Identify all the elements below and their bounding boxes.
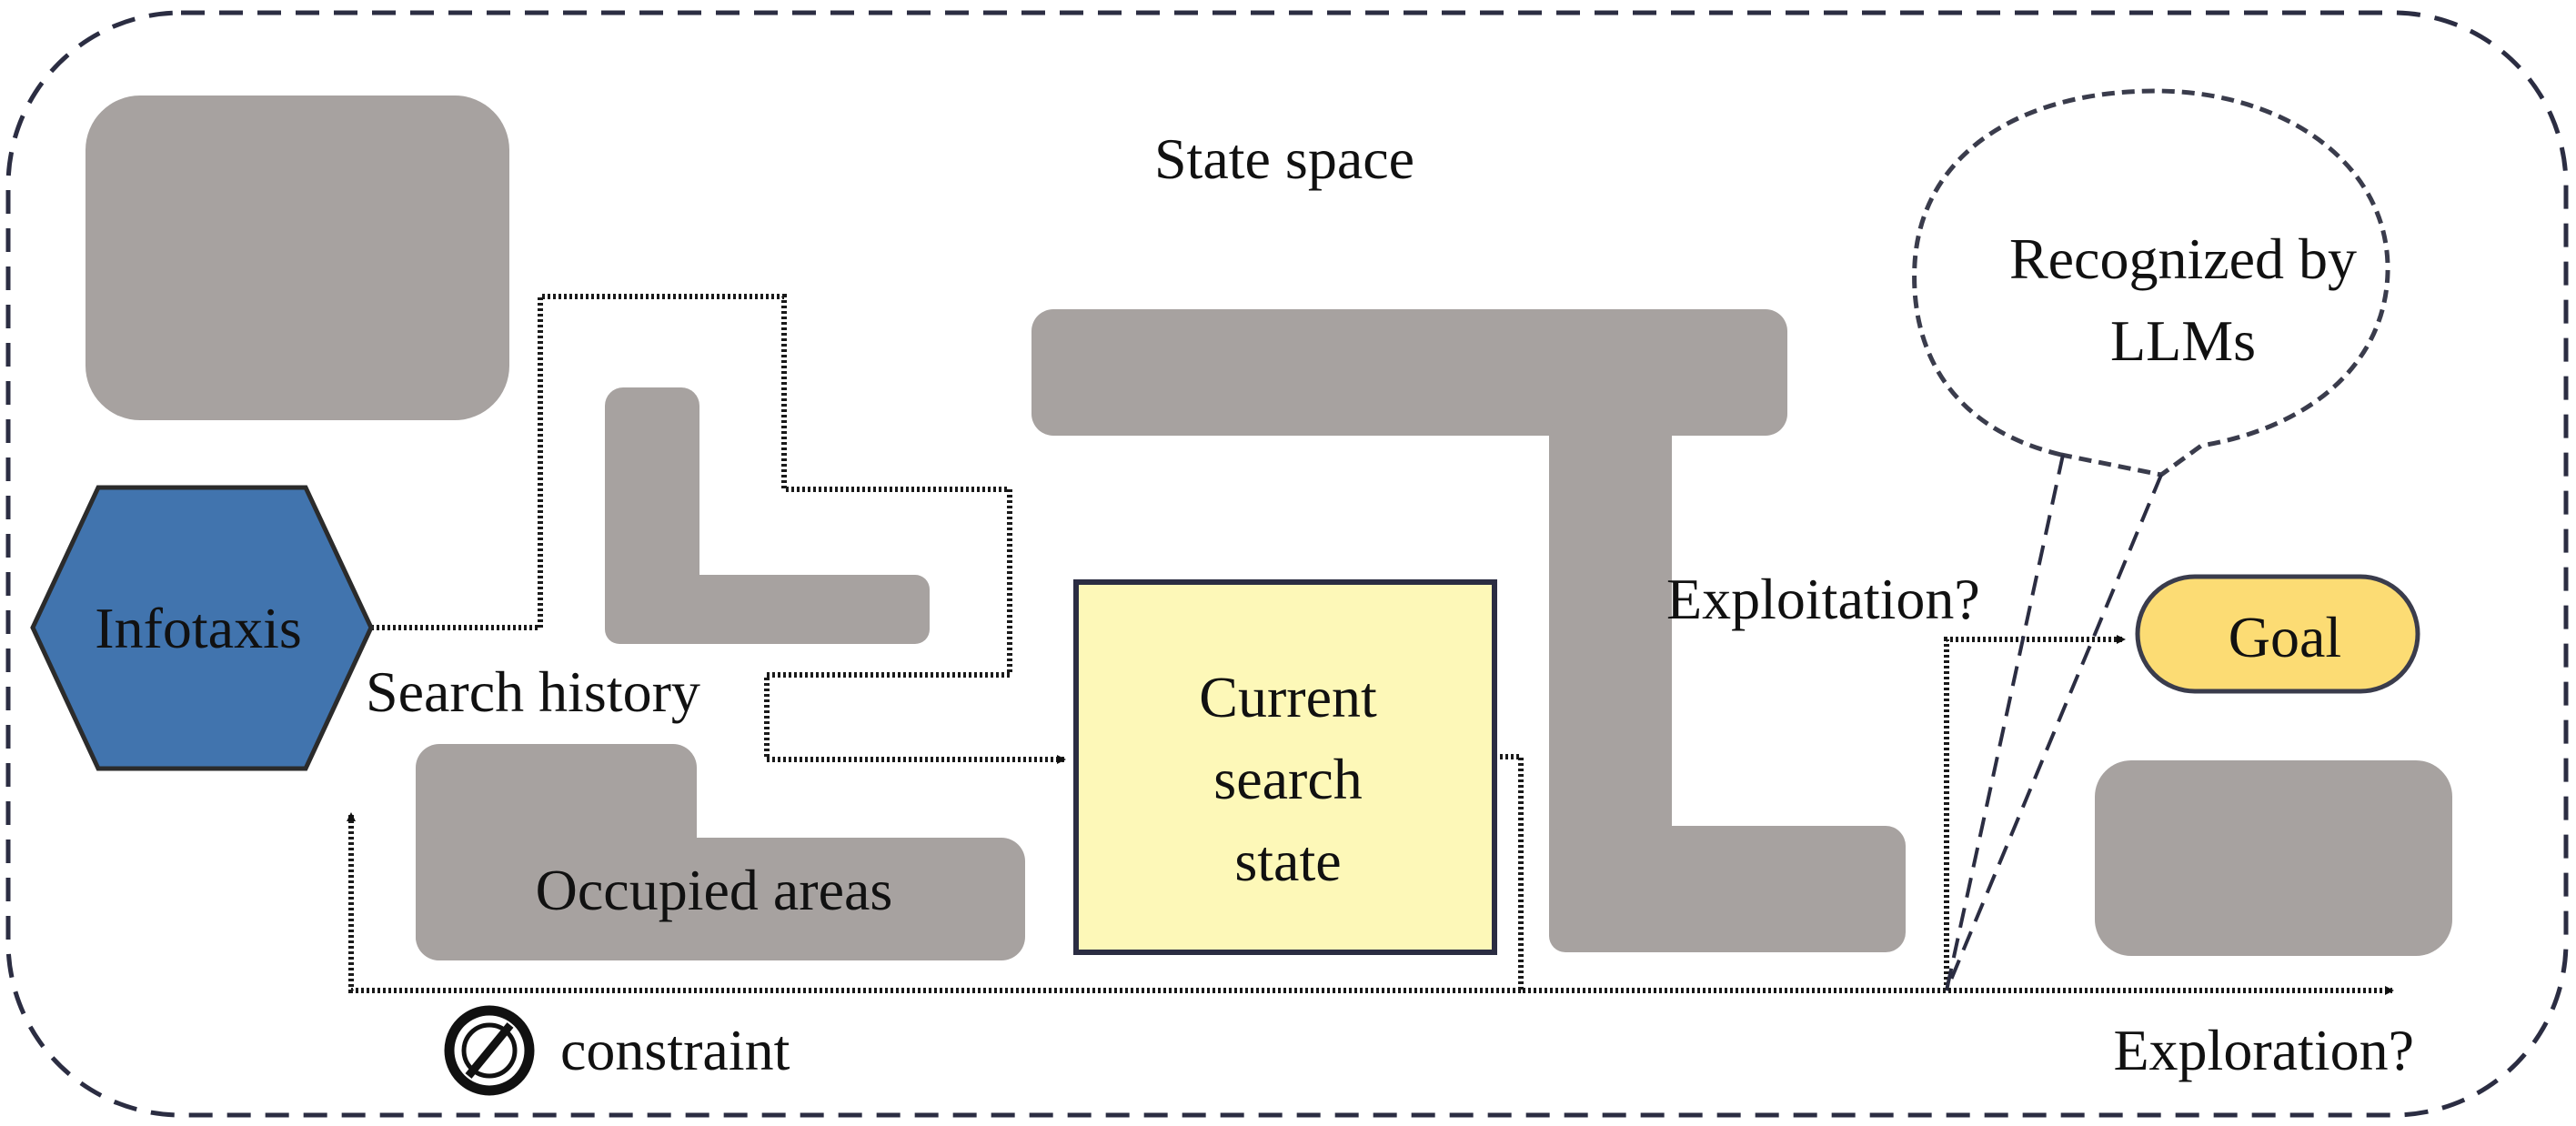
search-history-path (371, 294, 1066, 764)
obstacle-bottom-right (2095, 760, 2452, 956)
current-state-line-3: state (1234, 829, 1341, 893)
obstacle-l-shape (605, 387, 930, 644)
bubble-line-2: LLMs (2110, 308, 2256, 373)
goal-label: Goal (2229, 605, 2341, 669)
infotaxis-label: Infotaxis (95, 596, 302, 660)
infotaxis-node[interactable]: Infotaxis (30, 485, 374, 771)
llm-bubble: Recognized by LLMs (1912, 88, 2390, 478)
obstacle-occupied-areas (416, 744, 1025, 960)
constraint-legend: constraint (444, 1005, 790, 1096)
bubble-pointer-ray-right (1945, 474, 2163, 991)
current-to-exploration-path (1494, 754, 2394, 995)
goal-node[interactable]: Goal (2135, 574, 2420, 694)
obstacle-t-shape (1031, 309, 1906, 952)
obstacle-top-left (86, 96, 509, 420)
current-state-line-1: Current (1199, 665, 1377, 729)
prohibited-circle-icon (444, 1005, 535, 1096)
label-constraint: constraint (560, 1018, 790, 1082)
feedback-path (347, 812, 1521, 993)
label-exploration: Exploration? (2113, 1018, 2414, 1082)
bubble-pointer-ray-left (1945, 454, 2065, 991)
label-exploitation: Exploitation? (1666, 567, 1980, 631)
current-search-state-node[interactable]: Current search state (1073, 579, 1497, 955)
label-search-history: Search history (366, 659, 700, 724)
label-occupied-areas: Occupied areas (536, 858, 893, 922)
current-state-line-2: search (1213, 747, 1362, 811)
exploitation-path (1944, 635, 2126, 990)
bubble-line-1: Recognized by (2009, 226, 2357, 291)
title-state-space: State space (1154, 126, 1414, 191)
